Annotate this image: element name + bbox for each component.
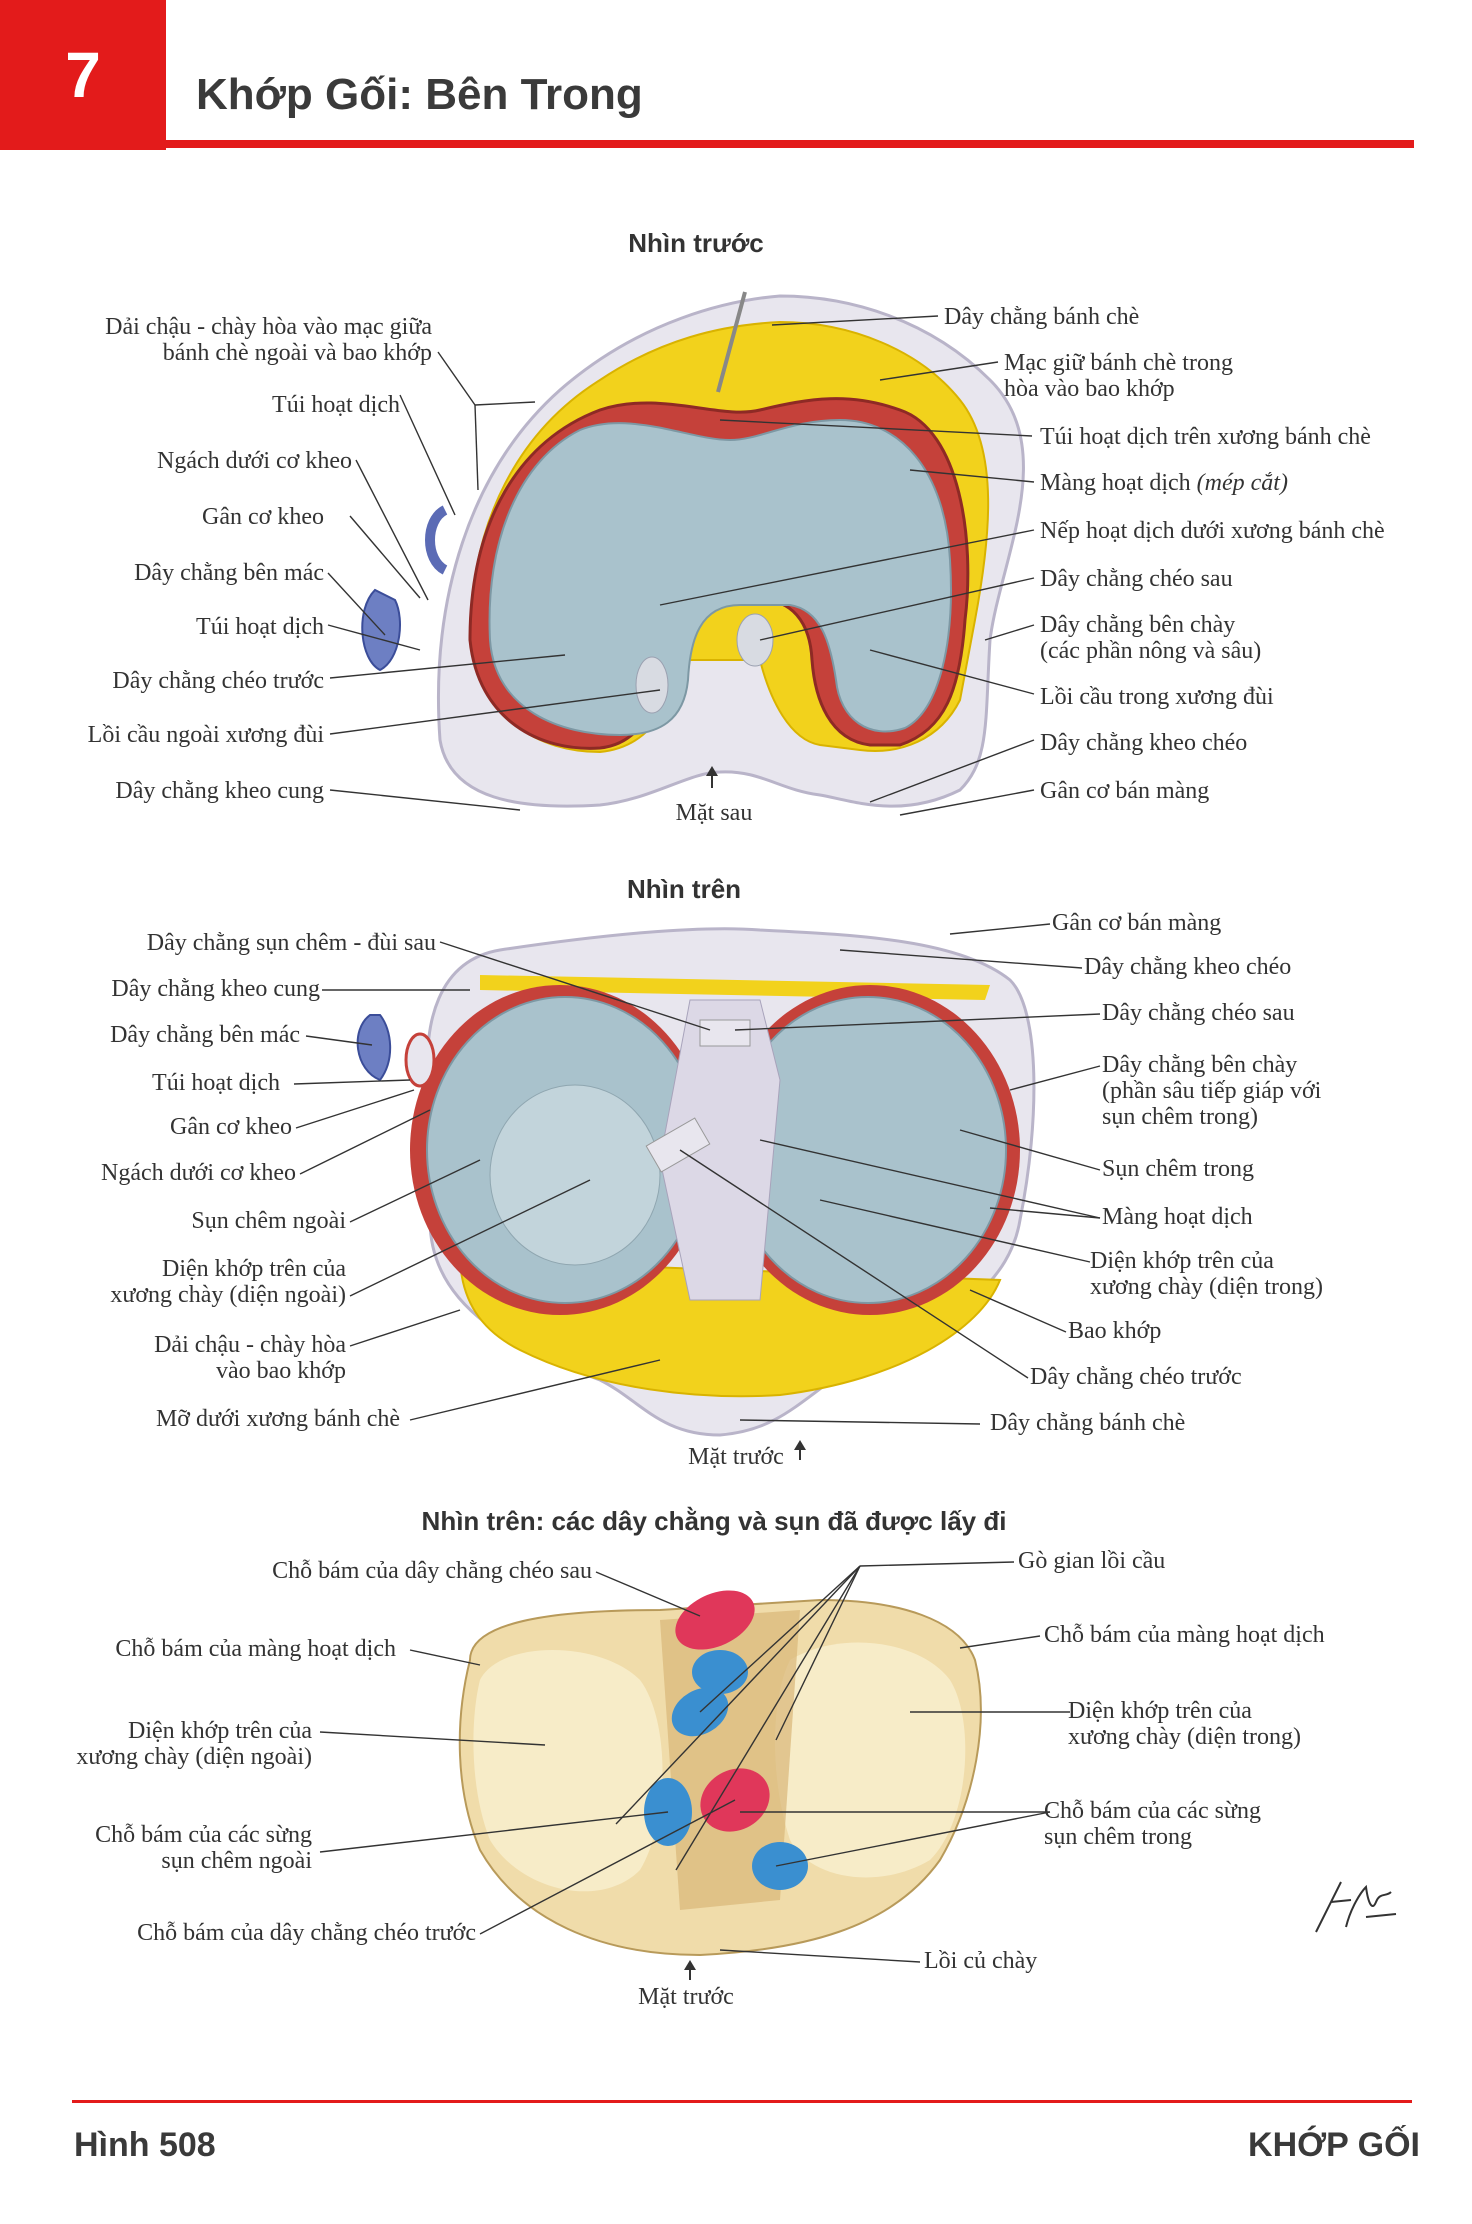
label-acl-2: Dây chằng chéo trước bbox=[1030, 1364, 1242, 1390]
acl-section-superior bbox=[645, 1117, 711, 1173]
lateral-meniscus-inner bbox=[489, 1084, 661, 1266]
label-arcuate-popliteal: Dây chằng kheo cung bbox=[115, 778, 324, 804]
label-oblique-popliteal-2: Dây chằng kheo chéo bbox=[1084, 954, 1292, 980]
label-bursa-3: Túi hoạt dịch bbox=[152, 1070, 280, 1096]
tibial-plateau bbox=[458, 1598, 982, 1957]
label-pcl: Dây chằng chéo sau bbox=[1040, 566, 1233, 592]
page-title: Khớp Gối: Bên Trong bbox=[196, 70, 643, 119]
label-semimembranosus-2: Gân cơ bán màng bbox=[1052, 910, 1222, 936]
pcl-section-superior bbox=[699, 1019, 751, 1047]
label-pcl-attachment: Chỗ bám của dây chằng chéo sau bbox=[272, 1558, 592, 1584]
pcl-section bbox=[736, 613, 774, 667]
chapter-name: KHỚP GỐI bbox=[1248, 2126, 1420, 2164]
label-intercondylar-eminence: Gò gian lồi cầu bbox=[1018, 1548, 1166, 1574]
chapter-number-badge: 7 bbox=[0, 0, 166, 150]
label-synovial-membrane-2: Màng hoạt dịch bbox=[1102, 1204, 1253, 1230]
footer-rule bbox=[72, 2100, 1412, 2103]
medial-tibial-articular bbox=[729, 996, 1007, 1304]
label-semimembranosus: Gân cơ bán màng bbox=[1040, 778, 1210, 804]
orientation-anterior-1: Mặt trước bbox=[688, 1444, 784, 1470]
label-tibial-collateral-2: Dây chằng bên chày(phần sâu tiếp giáp vớ… bbox=[1102, 1052, 1322, 1130]
label-fibular-collateral-2: Dây chằng bên mác bbox=[110, 1022, 300, 1048]
label-medial-meniscus: Sụn chêm trong bbox=[1102, 1156, 1254, 1182]
title-rule bbox=[166, 140, 1414, 148]
posterior-fat-strip bbox=[480, 975, 990, 1000]
patellar-ligament-stub bbox=[716, 291, 747, 393]
intercondylar-ligaments bbox=[659, 999, 781, 1301]
label-lateral-femoral-condyle: Lồi cầu ngoài xương đùi bbox=[87, 722, 324, 748]
pcl-attachment bbox=[675, 1590, 755, 1650]
medial-meniscus-rim bbox=[720, 985, 1020, 1315]
lateral-meniscus-horn-ant bbox=[644, 1778, 692, 1846]
label-acl: Dây chằng chéo trước bbox=[112, 668, 324, 694]
femoral-condyles-cartilage bbox=[488, 418, 952, 737]
label-synovial-attachment-left: Chỗ bám của màng hoạt dịch bbox=[115, 1636, 396, 1662]
popliteus-tendon-anterior bbox=[425, 505, 448, 575]
label-synovial-attachment-right: Chỗ bám của màng hoạt dịch bbox=[1044, 1622, 1325, 1648]
label-lateral-meniscus: Sụn chêm ngoài bbox=[191, 1208, 346, 1234]
lateral-bursa-anterior bbox=[361, 588, 401, 672]
label-arcuate-popliteal-2: Dây chằng kheo cung bbox=[111, 976, 320, 1002]
lateral-bursa-superior bbox=[356, 1014, 392, 1082]
lateral-plateau-surface bbox=[473, 1650, 663, 1892]
medial-meniscus-horn-ant bbox=[752, 1842, 808, 1890]
label-infrapatellar-fat: Mỡ dưới xương bánh chè bbox=[155, 1406, 400, 1432]
superior-outer-capsule bbox=[426, 927, 1036, 1437]
anterior-outer-capsule bbox=[437, 294, 1025, 808]
lateral-meniscus-rim bbox=[410, 985, 710, 1315]
label-synovial-membrane: Màng hoạt dịch (mép cắt) bbox=[1040, 470, 1288, 496]
anterior-view-title: Nhìn trước bbox=[628, 228, 764, 258]
lateral-meniscus-horn-post bbox=[692, 1650, 748, 1694]
lateral-tibial-articular bbox=[426, 996, 704, 1304]
label-subpopliteal-recess-2: Ngách dưới cơ kheo bbox=[101, 1160, 296, 1186]
label-oblique-popliteal: Dây chằng kheo chéo bbox=[1040, 730, 1248, 756]
label-patellar-ligament-2: Dây chằng bánh chè bbox=[990, 1410, 1186, 1436]
label-subpopliteal-recess: Ngách dưới cơ kheo bbox=[157, 448, 352, 474]
label-suprapatellar-bursa: Túi hoạt dịch trên xương bánh chè bbox=[1040, 424, 1371, 450]
tibia-view-title: Nhìn trên: các dây chằng và sụn đã được … bbox=[421, 1506, 1007, 1536]
orientation-posterior: Mặt sau bbox=[675, 800, 753, 826]
medial-plateau-surface bbox=[775, 1642, 966, 1878]
label-bursa-2: Túi hoạt dịch bbox=[196, 614, 324, 640]
superior-fat-pad bbox=[458, 1258, 1002, 1398]
netter-signature bbox=[1315, 1881, 1397, 1933]
orientation-anterior-2: Mặt trước bbox=[638, 1984, 734, 2010]
label-tibial-collateral: Dây chằng bên chày(các phần nông và sâu) bbox=[1040, 612, 1262, 664]
popliteus-tendon-superior bbox=[404, 1032, 436, 1088]
label-pcl-2: Dây chằng chéo sau bbox=[1102, 1000, 1295, 1026]
superior-view-title: Nhìn trên bbox=[626, 874, 742, 904]
label-popliteus-tendon: Gân cơ kheo bbox=[202, 504, 324, 530]
label-acl-attachment: Chỗ bám của dây chằng chéo trước bbox=[137, 1920, 476, 1946]
acl-attachment bbox=[700, 1768, 770, 1832]
intercondylar-area bbox=[660, 1610, 800, 1910]
label-medial-femoral-condyle: Lồi cầu trong xương đùi bbox=[1040, 684, 1274, 710]
label-joint-capsule: Bao khớp bbox=[1068, 1318, 1162, 1344]
synovial-membrane bbox=[468, 397, 970, 750]
label-fibular-collateral: Dây chằng bên mác bbox=[134, 560, 324, 586]
label-popliteus-tendon-2: Gân cơ kheo bbox=[170, 1114, 292, 1140]
acl-section bbox=[635, 656, 669, 714]
figure-number: Hình 508 bbox=[74, 2126, 216, 2164]
label-patellar-ligament: Dây chằng bánh chè bbox=[944, 304, 1140, 330]
infrapatellar-fat bbox=[468, 320, 990, 754]
label-infrapatellar-fold: Nếp hoạt dịch dưới xương bánh chè bbox=[1040, 518, 1385, 544]
label-tibial-tuberosity: Lồi củ chày bbox=[924, 1948, 1038, 1974]
medial-meniscus-horn-post bbox=[671, 1687, 729, 1737]
label-posterior-meniscofemoral: Dây chằng sụn chêm - đùi sau bbox=[146, 930, 436, 956]
label-bursa-1: Túi hoạt dịch bbox=[272, 392, 400, 418]
